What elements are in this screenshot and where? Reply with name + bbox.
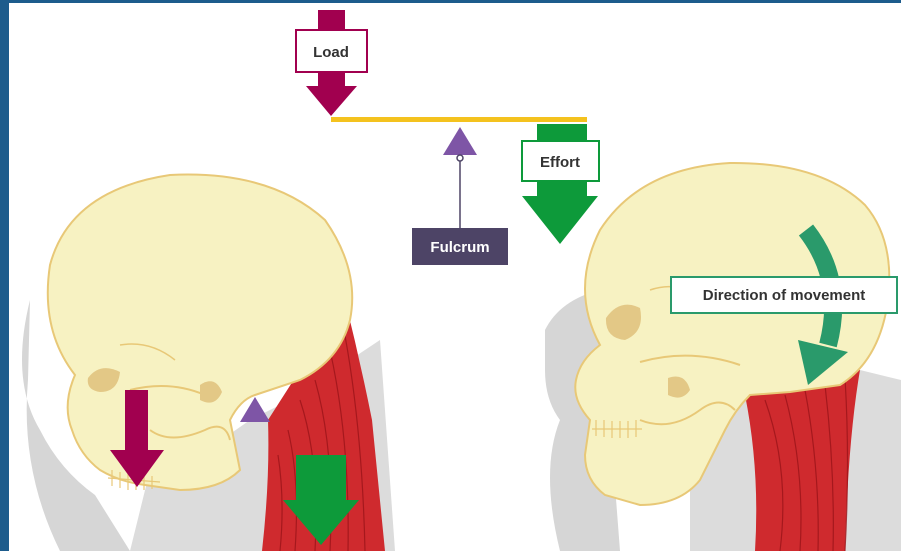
effort-label-text: Effort xyxy=(540,154,580,171)
effort-label: Effort xyxy=(522,141,599,181)
load-label-text: Load xyxy=(313,44,349,61)
frame-top-edge xyxy=(0,0,901,3)
load-label: Load xyxy=(296,30,367,72)
right-neck-muscle xyxy=(745,370,860,551)
frame-left-edge xyxy=(0,0,9,551)
fulcrum-label-text: Fulcrum xyxy=(430,239,489,256)
fulcrum-triangle xyxy=(443,127,477,155)
direction-label: Direction of movement xyxy=(671,277,897,313)
right-head xyxy=(545,163,901,551)
left-head xyxy=(22,175,395,551)
fulcrum-label: Fulcrum xyxy=(412,228,508,265)
lever-bar xyxy=(331,117,587,122)
fulcrum-stem-joint xyxy=(457,155,463,161)
direction-label-text: Direction of movement xyxy=(703,287,866,304)
